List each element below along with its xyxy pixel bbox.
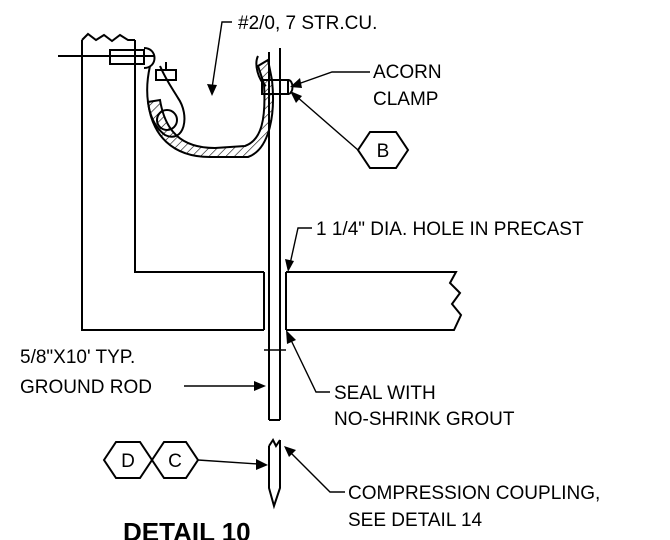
precast-hole xyxy=(263,272,287,330)
grounding-conductor xyxy=(146,58,274,158)
tag-b-label: B xyxy=(377,141,390,162)
tag-d: D xyxy=(102,441,154,479)
leader-lines xyxy=(184,21,370,493)
tag-d-label: D xyxy=(121,451,135,472)
hole-label: 1 1/4" DIA. HOLE IN PRECAST xyxy=(316,219,584,240)
coupling-label-2: SEE DETAIL 14 xyxy=(348,510,483,531)
tag-c-label: C xyxy=(168,451,182,472)
precast-structure xyxy=(81,32,463,331)
ground-rod-label-2: GROUND ROD xyxy=(20,377,152,398)
ground-rod-lower xyxy=(268,438,281,510)
tag-c: C xyxy=(150,441,200,479)
acorn-clamp-label-2: CLAMP xyxy=(373,89,438,110)
coupling-label-1: COMPRESSION COUPLING, xyxy=(348,483,600,504)
acorn-clamp-label-1: ACORN xyxy=(373,62,442,83)
seal-label-1: SEAL WITH xyxy=(334,383,436,404)
ground-rod-label-1: 5/8"X10' TYP. xyxy=(20,347,135,368)
conductor-label: #2/0, 7 STR.CU. xyxy=(238,13,377,34)
tag-b: B xyxy=(356,131,410,169)
detail-title: DETAIL 10 xyxy=(123,517,251,540)
wall-lug xyxy=(58,47,186,138)
seal-label-2: NO-SHRINK GROUT xyxy=(334,409,515,430)
